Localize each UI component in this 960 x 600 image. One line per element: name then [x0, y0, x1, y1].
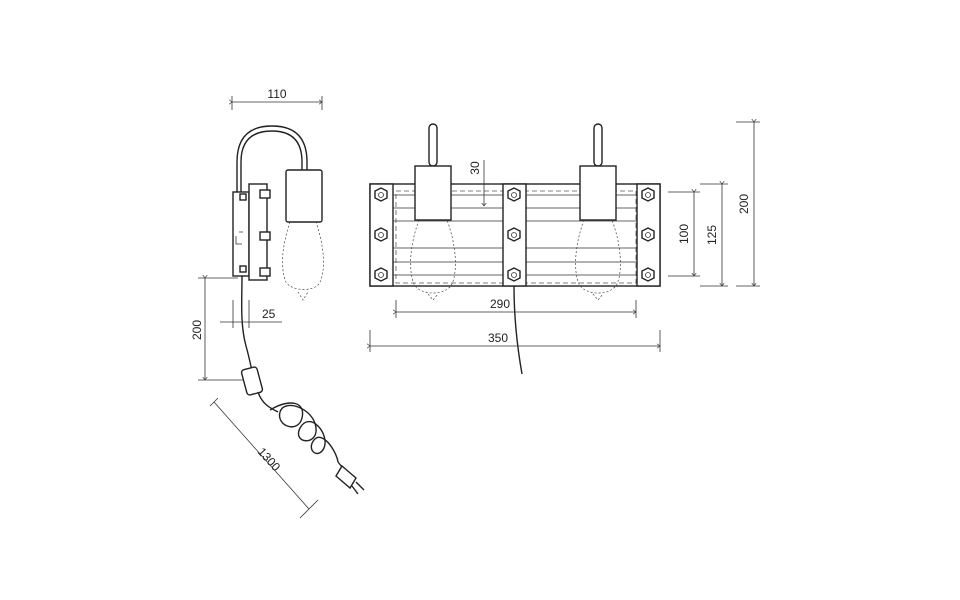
dim-side-110: 110: [232, 87, 322, 110]
dim-label-350: 350: [488, 331, 508, 345]
dim-side-25: 25: [220, 300, 282, 328]
dim-front-30: 30: [455, 160, 500, 206]
side-curved-arm: [236, 125, 308, 192]
side-wall-plate: [232, 191, 250, 277]
dim-label-1300: 1300: [255, 445, 283, 474]
plug: [335, 464, 357, 490]
coiled-cord: [269, 402, 339, 463]
dim-label-100: 100: [677, 224, 691, 244]
dim-front-290: 290: [396, 297, 636, 318]
front-socket-right: [579, 165, 617, 221]
side-bulb: [282, 221, 324, 290]
dim-label-290: 290: [490, 297, 510, 311]
hex-bolts: [374, 187, 655, 282]
dim-front-100: 100: [668, 192, 700, 276]
dim-label-200-front: 200: [737, 194, 751, 214]
front-lamp-right: [575, 123, 621, 301]
dim-side-200: 200: [190, 278, 244, 380]
dim-front-200: 200: [736, 122, 760, 286]
side-socket: [285, 169, 323, 223]
side-switch-glyph: [235, 231, 243, 245]
front-view: 30 290 350 100 125: [370, 122, 760, 375]
inline-switch: [240, 366, 264, 396]
dim-label-25: 25: [262, 307, 276, 321]
dim-label-30: 30: [468, 161, 482, 175]
front-lamp-left: [410, 123, 456, 301]
side-view: 110 200 25 1300: [190, 87, 365, 519]
dim-label-200-side: 200: [190, 320, 204, 340]
dim-front-350: 350: [370, 330, 660, 352]
side-bolts: [239, 189, 271, 277]
side-cable: [240, 275, 255, 381]
front-cable: [513, 285, 523, 375]
dim-label-110: 110: [267, 87, 286, 101]
front-socket-left: [414, 165, 452, 221]
dim-front-125: 125: [700, 184, 728, 286]
dim-label-125: 125: [705, 225, 719, 245]
